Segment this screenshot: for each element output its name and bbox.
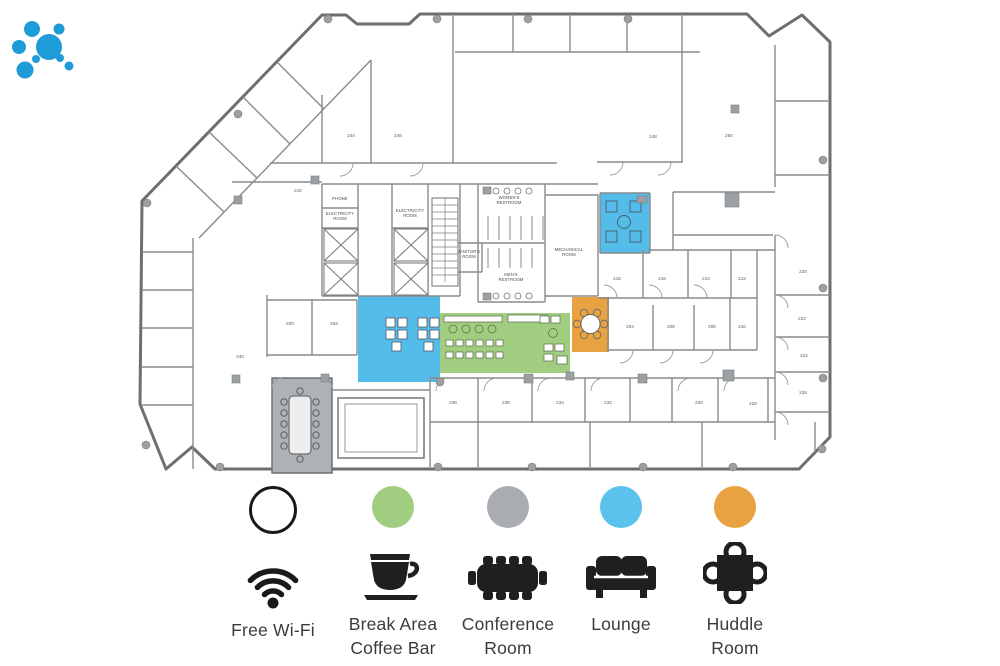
legend-item-conference-room: Conference Room — [443, 486, 573, 660]
room-number-224: 224 — [800, 353, 808, 358]
legend-circle-free-wifi — [249, 486, 297, 534]
open-shaft — [337, 397, 425, 459]
legend-label: Huddle Room — [706, 614, 764, 658]
legend-circle-huddle-room — [714, 486, 756, 528]
room-number-218: 218 — [613, 276, 621, 281]
room-number-230: 230 — [695, 400, 703, 405]
room-number-216: 216 — [658, 276, 666, 281]
room-number-210: 210 — [738, 324, 746, 329]
room-number-228: 228 — [749, 401, 757, 406]
room-number-248: 248 — [649, 134, 657, 139]
room-number-226: 226 — [799, 390, 807, 395]
legend-label: Conference Room — [461, 614, 555, 658]
room-number-214: 214 — [702, 276, 710, 281]
room-number-202: 202 — [330, 321, 338, 326]
huddle-table-icon — [703, 538, 767, 604]
room-number-240: 240 — [236, 354, 244, 359]
room-number-labels: 244 246 248 250 242 240 200 202 218 216 214 212 204 2… — [236, 133, 808, 406]
stairwell — [431, 197, 459, 287]
legend-item-break-area: Break Area Coffee Bar — [328, 486, 458, 660]
couch-icon — [584, 538, 658, 604]
core-details — [323, 197, 459, 459]
structural-columns — [141, 14, 828, 472]
legend-item-free-wifi: Free Wi-Fi — [208, 486, 338, 643]
break-area-furniture — [443, 314, 568, 365]
coffee-cup-icon — [362, 538, 424, 604]
room-number-236: 236 — [502, 400, 510, 405]
legend-circle-conference-room — [487, 486, 529, 528]
room-number-212: 212 — [738, 276, 746, 281]
room-number-220: 220 — [799, 269, 807, 274]
room-number-206: 206 — [667, 324, 675, 329]
building-outline — [138, 12, 832, 471]
room-number-246: 246 — [394, 133, 402, 138]
room-number-234: 234 — [556, 400, 564, 405]
furniture — [280, 200, 642, 463]
room-number-204: 204 — [626, 324, 634, 329]
legend-item-lounge: Lounge — [556, 486, 686, 637]
elevator-bank — [323, 228, 429, 296]
lounge-north-furniture — [605, 200, 642, 243]
room-number-244: 244 — [347, 133, 355, 138]
legend-label: Free Wi-Fi — [231, 620, 315, 640]
room-number-250: 250 — [725, 133, 733, 138]
legend-label: Lounge — [591, 614, 651, 634]
lounge-furniture — [385, 317, 440, 352]
legend-item-huddle-room: Huddle Room — [670, 486, 800, 660]
huddle-table — [572, 308, 609, 340]
conference-table-icon — [465, 538, 551, 604]
network-dots-logo — [12, 21, 74, 79]
legend-circle-break-area — [372, 486, 414, 528]
conference-table — [280, 387, 320, 463]
legend-label: Break Area Coffee Bar — [348, 614, 438, 658]
room-number-208: 208 — [708, 324, 716, 329]
room-number-232: 232 — [604, 400, 612, 405]
legend-circle-lounge — [600, 486, 642, 528]
room-number-222: 222 — [798, 316, 806, 321]
room-number-200: 200 — [286, 321, 294, 326]
room-number-242: 242 — [294, 188, 302, 193]
interior-walls — [141, 14, 830, 469]
restroom-fixtures — [487, 187, 544, 300]
room-number-238: 238 — [449, 400, 457, 405]
wifi-icon — [238, 544, 308, 610]
area-label-phone: PHONE — [332, 196, 347, 201]
